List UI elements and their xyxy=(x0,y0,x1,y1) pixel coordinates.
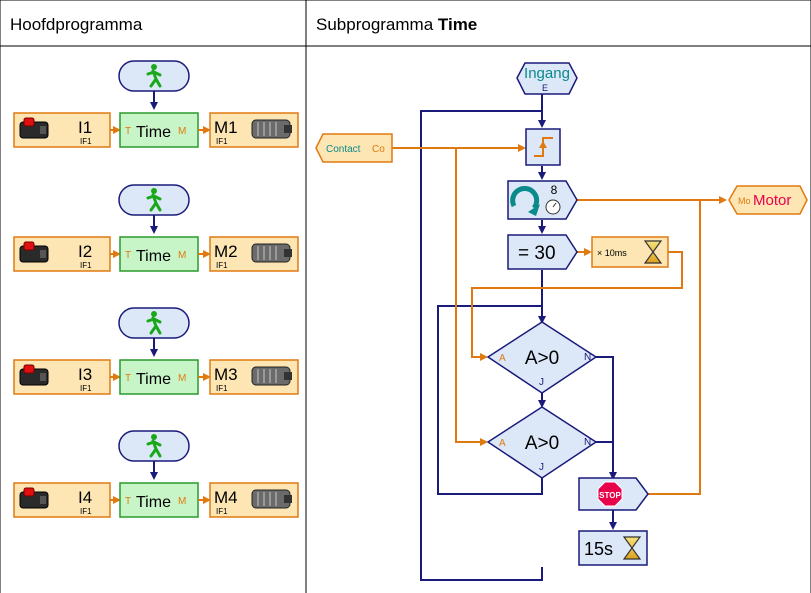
branch-block-1[interactable] xyxy=(486,321,598,394)
sub-out-port: M xyxy=(178,126,186,137)
motor-label: M2 xyxy=(214,242,238,261)
sub-out-port: M xyxy=(178,250,186,261)
stop-sign-icon xyxy=(597,481,623,507)
motor-output-label: Motor xyxy=(753,192,791,209)
main-row-2: I2 IF1 T Time M M2 IF1 xyxy=(13,184,299,272)
loop-counter-block[interactable] xyxy=(507,180,578,220)
contact-port: Co xyxy=(372,144,385,155)
input-label: I3 xyxy=(78,365,92,384)
wait-label: × 10ms xyxy=(597,248,627,258)
motor-port: Mo xyxy=(738,196,751,206)
branch-1-label: A>0 xyxy=(525,348,559,369)
delay-label: 15s xyxy=(584,539,613,559)
right-header: Subprogramma Time xyxy=(316,15,477,34)
motor-icon xyxy=(251,243,293,263)
right-header-prefix: Subprogramma xyxy=(316,15,438,34)
branch-in-port: A xyxy=(499,353,506,364)
motor-label: M4 xyxy=(214,488,238,507)
sub-in-port: T xyxy=(125,126,131,137)
loop-count: 8 xyxy=(551,183,558,197)
main-row-4: I4 IF1 T Time M M4 IF1 xyxy=(13,430,299,518)
interface-label: IF1 xyxy=(216,507,228,516)
branch-no-label: N xyxy=(584,352,591,363)
branch-2-label: A>0 xyxy=(525,433,559,454)
right-header-bold: Time xyxy=(438,15,477,34)
hourglass-icon xyxy=(643,240,663,264)
interface-label: IF1 xyxy=(80,507,92,516)
left-header: Hoofdprogramma xyxy=(10,15,143,34)
entry-sub-label: E xyxy=(542,83,548,93)
sub-block[interactable] xyxy=(119,112,199,148)
branch-yes-label: J xyxy=(539,377,544,388)
motor-label: M3 xyxy=(214,365,238,384)
sub-in-port: T xyxy=(125,373,131,384)
motor-icon xyxy=(251,366,293,386)
input-label: I2 xyxy=(78,242,92,261)
branch-yes-label: J xyxy=(539,462,544,473)
interface-label: IF1 xyxy=(216,261,228,270)
stop-label: STOP xyxy=(599,491,621,500)
interface-label: IF1 xyxy=(80,261,92,270)
sub-label: Time xyxy=(136,494,171,511)
main-row-3: I3 IF1 T Time M M3 IF1 xyxy=(13,307,299,395)
loop-arrow-icon xyxy=(510,186,540,210)
assign-block[interactable] xyxy=(507,234,578,270)
sub-program: Ingang E Contact Co 8 = 30 × 10ms A A>0 … xyxy=(315,62,808,581)
sub-block[interactable] xyxy=(119,359,199,395)
contact-block[interactable] xyxy=(315,133,393,163)
branch-in-port: A xyxy=(499,438,506,449)
interface-label: IF1 xyxy=(216,137,228,146)
motor-label: M1 xyxy=(214,118,238,137)
sub-in-port: T xyxy=(125,250,131,261)
sub-out-port: M xyxy=(178,496,186,507)
branch-no-label: N xyxy=(584,437,591,448)
main-program: I1 IF1 T Time M M1 IF1 I2 IF1 T Time xyxy=(13,60,299,518)
entry-label: Ingang xyxy=(524,65,570,82)
contact-label: Contact xyxy=(326,144,361,155)
hourglass-icon xyxy=(622,536,642,560)
motor-icon xyxy=(251,119,293,139)
sub-out-port: M xyxy=(178,373,186,384)
data-lines xyxy=(392,144,727,495)
branch-block-2[interactable] xyxy=(486,406,598,479)
sub-in-port: T xyxy=(125,496,131,507)
input-label: I4 xyxy=(78,488,92,507)
sub-label: Time xyxy=(136,248,171,265)
motor-icon xyxy=(251,489,293,509)
sub-label: Time xyxy=(136,371,171,388)
assign-value: = 30 xyxy=(518,243,556,264)
sub-block[interactable] xyxy=(119,236,199,272)
main-row-1: I1 IF1 T Time M M1 IF1 xyxy=(13,60,299,148)
edge-arrow-icon xyxy=(539,141,547,148)
entry-block[interactable] xyxy=(516,62,578,95)
sub-label: Time xyxy=(136,124,171,141)
sub-block[interactable] xyxy=(119,482,199,518)
interface-label: IF1 xyxy=(216,384,228,393)
interface-label: IF1 xyxy=(80,137,92,146)
motor-output-block[interactable] xyxy=(728,185,808,215)
interface-label: IF1 xyxy=(80,384,92,393)
input-label: I1 xyxy=(78,118,92,137)
